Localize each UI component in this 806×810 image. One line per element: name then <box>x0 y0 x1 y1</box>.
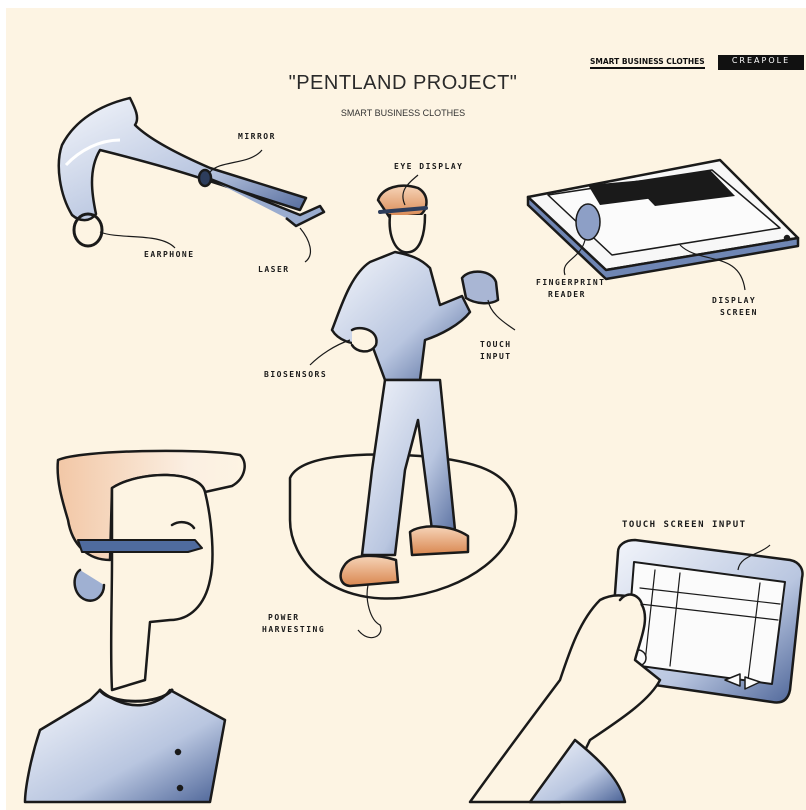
label-eye-display: EYE DISPLAY <box>394 162 463 171</box>
label-earphone: EARPHONE <box>144 250 195 259</box>
profile-head-drawing <box>25 451 245 802</box>
label-mirror: MIRROR <box>238 132 276 141</box>
page-subtitle: SMART BUSINESS CLOTHES <box>0 108 806 118</box>
standing-man-drawing <box>290 186 516 599</box>
label-touch-screen-input: TOUCH SCREEN INPUT <box>622 520 747 530</box>
brand-tagline: SMART BUSINESS CLOTHES <box>590 57 705 69</box>
label-power-harvesting-2: HARVESTING <box>262 625 325 634</box>
label-fingerprint-1: FINGERPRINT <box>536 278 605 287</box>
brand-logo: CREAPOLE <box>718 55 804 70</box>
label-fingerprint-2: READER <box>548 290 586 299</box>
label-display-screen-1: DISPLAY <box>712 296 756 305</box>
label-touch-input-2: INPUT <box>480 352 512 361</box>
page-title: "PENTLAND PROJECT" <box>0 72 806 95</box>
label-power-harvesting-1: POWER <box>268 613 300 622</box>
label-laser: LASER <box>258 265 290 274</box>
headset-drawing <box>59 98 324 246</box>
label-touch-input-1: TOUCH <box>480 340 512 349</box>
label-biosensors: BIOSENSORS <box>264 370 327 379</box>
hand-device-drawing <box>470 540 803 802</box>
label-display-screen-2: SCREEN <box>720 308 758 317</box>
